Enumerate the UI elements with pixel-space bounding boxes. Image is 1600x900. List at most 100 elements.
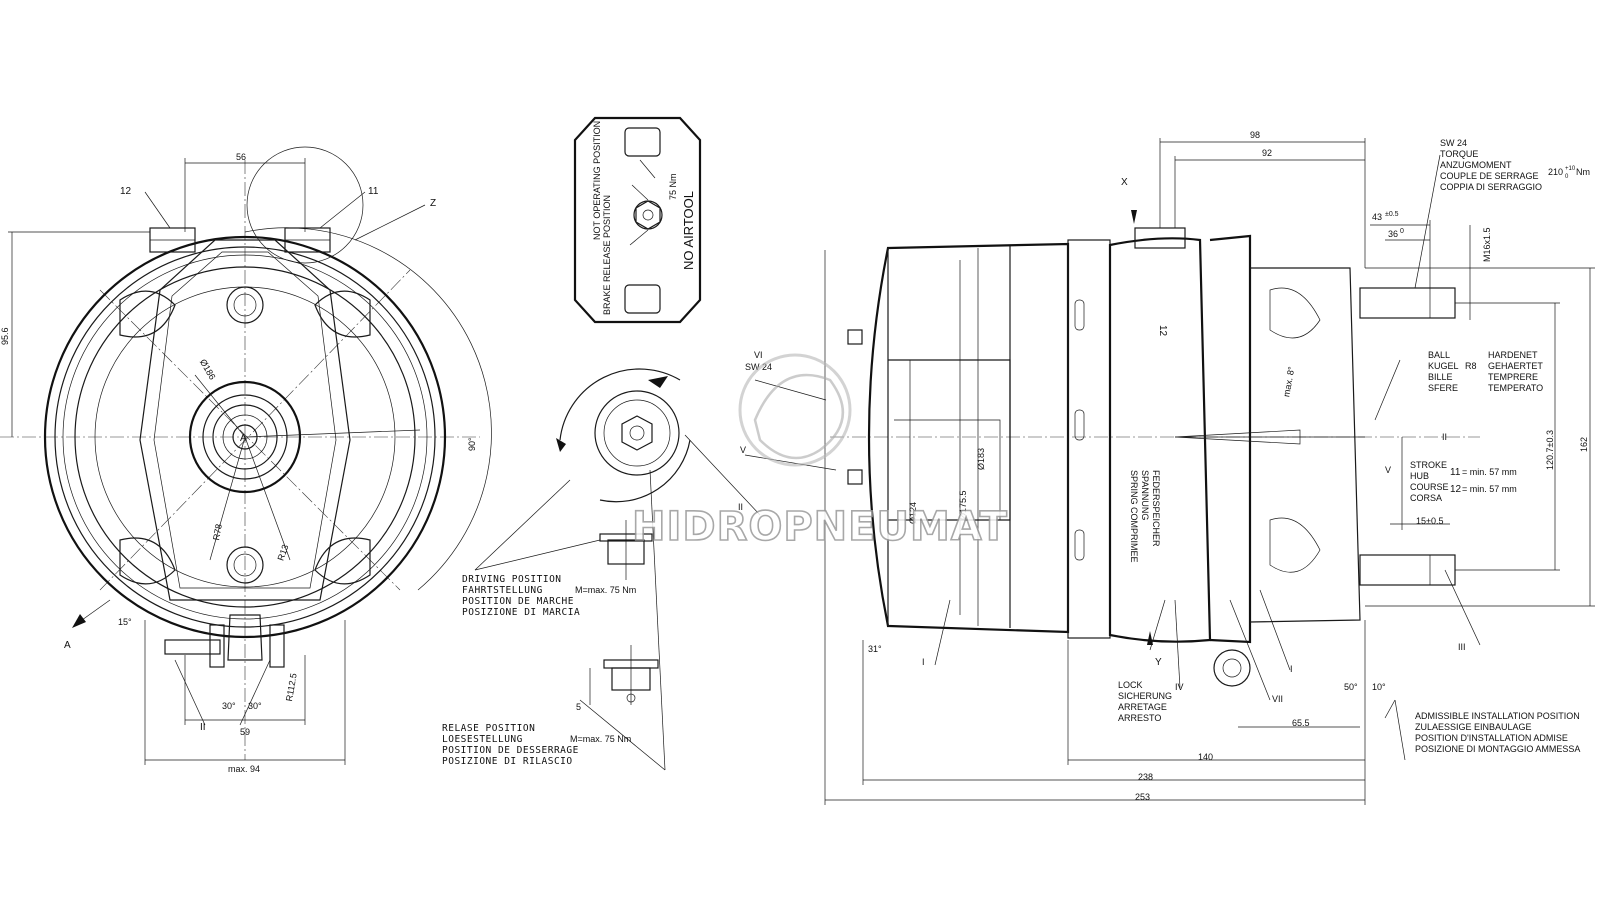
release-line-2: LOESESTELLUNG <box>442 734 523 745</box>
ball-right-4: TEMPERATO <box>1488 383 1543 393</box>
install-line-2: ZULAESSIGE EINBAULAGE <box>1415 722 1532 732</box>
dim-30deg-b: 30° <box>248 701 262 711</box>
callout-v-detail: V <box>740 445 746 455</box>
dim-56: 56 <box>236 152 246 162</box>
ball-left-1: BALL <box>1428 350 1450 360</box>
stroke-r11: 11 <box>1450 467 1461 478</box>
ball-right-2: GEHAERTET <box>1488 361 1543 371</box>
label-torque: 75 Nm <box>668 173 678 200</box>
lock-line-1: LOCK <box>1118 680 1143 690</box>
side-view <box>824 138 1595 805</box>
callout-a-arrow: A <box>64 640 71 651</box>
callout-iii: III <box>1458 642 1466 652</box>
stroke-label-1: STROKE <box>1410 460 1447 470</box>
lock-line-2: SICHERUNG <box>1118 691 1172 701</box>
release-line-1: RELASE POSITION <box>442 723 535 734</box>
sw-line-5: COPPIA DI SERRAGGIO <box>1440 182 1542 192</box>
dim-253: 253 <box>1135 792 1150 802</box>
watermark-text: HIDROPNEUMAT <box>632 504 1008 550</box>
callout-vii: VII <box>1272 694 1283 704</box>
stroke-label-2: HUB <box>1410 471 1429 481</box>
install-line-4: POSIZIONE DI MONTAGGIO AMMESSA <box>1415 744 1580 754</box>
dim-m16: M16x1.5 <box>1482 227 1492 262</box>
dim-r78: R78 <box>211 523 224 541</box>
callout-ii-front: II <box>200 722 206 733</box>
sw-torque-tol-minus: 0 <box>1565 174 1569 180</box>
driving-line-2: FAHRTSTELLUNG <box>462 585 543 596</box>
stroke-block: STROKE HUB COURSE CORSA 11 = min. 57 mm … <box>1410 460 1517 503</box>
sw-torque-value: 210 <box>1548 167 1563 177</box>
callout-x: X <box>1121 177 1128 188</box>
callout-z: Z <box>430 198 436 209</box>
dim-max94: max. 94 <box>228 764 260 774</box>
callout-iv: IV <box>1175 682 1184 692</box>
dim-36: 36 <box>1388 229 1398 239</box>
front-view <box>0 146 492 765</box>
sw-line-4: COUPLE DE SERRAGE <box>1440 171 1539 181</box>
install-line-1: ADMISSIBLE INSTALLATION POSITION <box>1415 711 1580 721</box>
callout-i-1: I <box>922 657 925 667</box>
watermark-logo: HIDROPNEUMAT <box>631 353 1008 551</box>
callout-ii-side: II <box>1442 432 1447 442</box>
lock-block: LOCK SICHERUNG ARRETAGE ARRESTO <box>1118 680 1172 723</box>
release-position-block: RELASE POSITION LOESESTELLUNG POSITION D… <box>442 702 631 767</box>
driving-line-3: POSITION DE MARCHE <box>462 596 574 607</box>
dim-r112-5: R112.5 <box>284 672 299 702</box>
callout-a-center: A <box>240 433 247 444</box>
callout-12-side: 12 <box>1157 325 1168 337</box>
driving-line-4: POSIZIONE DI MARCIA <box>462 607 580 618</box>
ball-left-3: BILLE <box>1428 372 1453 382</box>
dim-140: 140 <box>1198 752 1213 762</box>
dim-30deg-a: 30° <box>222 701 236 711</box>
dim-d186: Ø186 <box>198 357 218 381</box>
ball-block: BALL KUGEL BILLE SFERE R8 HARDENET GEHAE… <box>1428 350 1543 393</box>
dim-max8deg: max. 8° <box>1281 365 1296 397</box>
dim-59: 59 <box>240 727 250 737</box>
dim-95-6: 95.6 <box>0 327 10 345</box>
ball-left-2: KUGEL <box>1428 361 1459 371</box>
stroke-v12: = min. 57 mm <box>1462 484 1517 494</box>
install-position-block: ADMISSIBLE INSTALLATION POSITION ZULAESS… <box>1415 711 1580 754</box>
ball-left-4: SFERE <box>1428 383 1458 393</box>
callout-vi: VI <box>754 350 763 360</box>
callout-12-front: 12 <box>120 186 132 197</box>
dim-r13: R13 <box>275 543 290 562</box>
dim-90deg: 90° <box>467 437 477 451</box>
dim-36-tol: 0 <box>1400 228 1404 235</box>
sw-line-1: SW 24 <box>1440 138 1467 148</box>
callout-i-2: I <box>1290 664 1293 674</box>
label-not-operating: NOT OPERATING POSITION <box>592 121 602 240</box>
dim-238: 238 <box>1138 772 1153 782</box>
dim-d175-5: Ø175.5 <box>958 490 968 520</box>
dim-98: 98 <box>1250 130 1260 140</box>
driving-position-block: DRIVING POSITION FAHRTSTELLUNG POSITION … <box>462 574 636 618</box>
stroke-label-3: COURSE <box>1410 482 1449 492</box>
release-line-4: POSIZIONE DI RILASCIO <box>442 756 573 767</box>
release-torque: M=max. 75 Nm <box>570 734 631 744</box>
dim-50deg: 50° <box>1344 682 1358 692</box>
sw-line-3: ANZUGMOMENT <box>1440 160 1512 170</box>
driving-torque: M=max. 75 Nm <box>575 585 636 595</box>
callout-11-front: 11 <box>368 186 379 197</box>
dim-15deg: 15° <box>118 617 132 627</box>
label-release-position: BRAKE RELEASE POSITION <box>602 195 612 315</box>
release-dim-5: 5 <box>576 702 581 712</box>
ball-right-1: HARDENET <box>1488 350 1538 360</box>
release-line-3: POSITION DE DESSERRAGE <box>442 745 579 756</box>
housing-text-1: FEDERSPEICHER <box>1151 470 1161 547</box>
sw-torque-unit: Nm <box>1576 167 1590 177</box>
install-line-3: POSITION D'INSTALLATION ADMISE <box>1415 733 1568 743</box>
dim-162: 162 <box>1579 437 1589 452</box>
ball-r8: R8 <box>1465 361 1477 371</box>
sw-line-2: TORQUE <box>1440 149 1478 159</box>
stroke-v11: = min. 57 mm <box>1462 467 1517 477</box>
callout-ii-detail: II <box>738 502 743 512</box>
warning-label <box>573 116 702 324</box>
stroke-label-4: CORSA <box>1410 493 1442 503</box>
ball-right-3: TEMPRERE <box>1488 372 1538 382</box>
callout-y: Y <box>1155 657 1162 668</box>
lock-line-4: ARRESTO <box>1118 713 1161 723</box>
dim-65-5: 65.5 <box>1292 718 1310 728</box>
dim-d183: Ø183 <box>976 448 986 470</box>
